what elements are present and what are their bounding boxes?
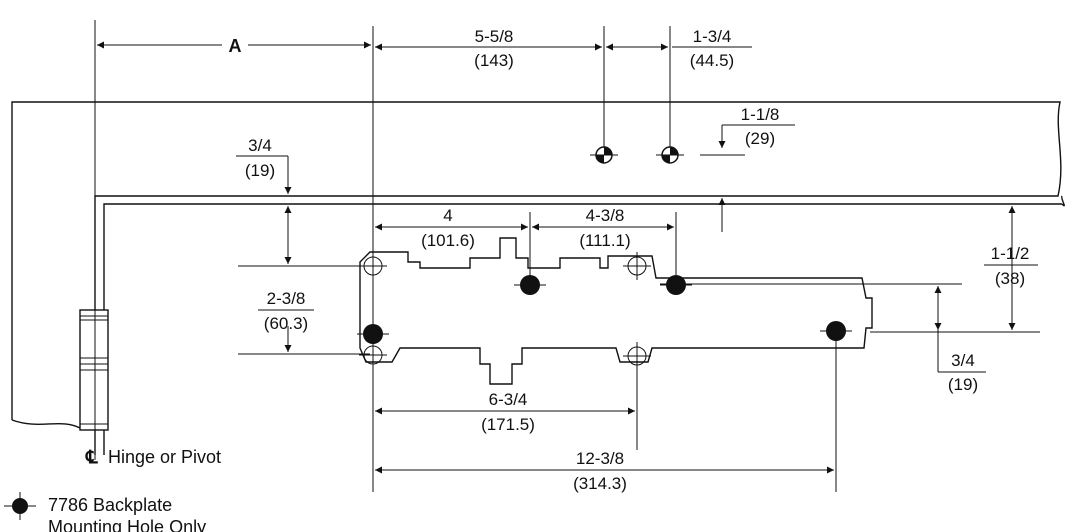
legend-line-1: 7786 Backplate <box>48 495 172 515</box>
solid-hole <box>357 324 389 344</box>
dim-1-1-8-inches: 1-1/8 <box>741 105 780 124</box>
dim-3-4-top-inches: 3/4 <box>248 136 272 155</box>
hinge <box>79 309 109 431</box>
dim-a-label: A <box>229 36 242 56</box>
centerline-label: Hinge or Pivot <box>108 447 221 467</box>
legend-solid-hole-icon <box>4 492 36 520</box>
dim-4-3-8-inches: 4-3/8 <box>586 206 625 225</box>
dim-1-3-4-mm: (44.5) <box>690 51 734 70</box>
open-holes <box>359 252 651 370</box>
solid-hole <box>820 321 852 341</box>
dim-5-5-8-inches: 5-5/8 <box>475 27 514 46</box>
centerline-symbol: ℄ <box>85 447 98 467</box>
dim-1-1-2-mm: (38) <box>995 269 1025 288</box>
dim-6-3-4-inches: 6-3/4 <box>489 390 528 409</box>
open-hole <box>623 342 651 370</box>
open-hole <box>359 252 387 280</box>
dim-4-mm: (101.6) <box>421 231 475 250</box>
dim-2-3-8-mm: (60.3) <box>264 314 308 333</box>
backplate-outline <box>359 237 873 385</box>
open-hole <box>359 341 387 369</box>
open-hole <box>623 252 651 280</box>
dim-12-3-8-mm: (314.3) <box>573 474 627 493</box>
dim-1-3-4-inches: 1-3/4 <box>693 27 732 46</box>
legend-line-2: Mounting Hole Only <box>48 517 206 532</box>
frame-target-left <box>590 146 618 164</box>
dim-1-1-2-inches: 1-1/2 <box>991 244 1030 263</box>
dim-3-4-top-mm: (19) <box>245 161 275 180</box>
dimension-lines <box>97 41 1038 474</box>
dim-6-3-4-mm: (171.5) <box>481 415 535 434</box>
dim-4-inches: 4 <box>443 206 452 225</box>
dim-5-5-8-mm: (143) <box>474 51 514 70</box>
dim-12-3-8-inches: 12-3/8 <box>576 449 624 468</box>
solid-hole <box>660 275 692 295</box>
solid-hole <box>514 275 546 295</box>
dim-3-4-right-mm: (19) <box>948 375 978 394</box>
dim-4-3-8-mm: (111.1) <box>579 231 630 250</box>
dim-2-3-8-inches: 2-3/8 <box>267 289 306 308</box>
dim-1-1-8-mm: (29) <box>745 129 775 148</box>
frame-target-right <box>656 146 684 164</box>
solid-holes <box>357 275 852 344</box>
dim-3-4-right-inches: 3/4 <box>951 351 975 370</box>
extension-lines <box>238 26 1040 492</box>
